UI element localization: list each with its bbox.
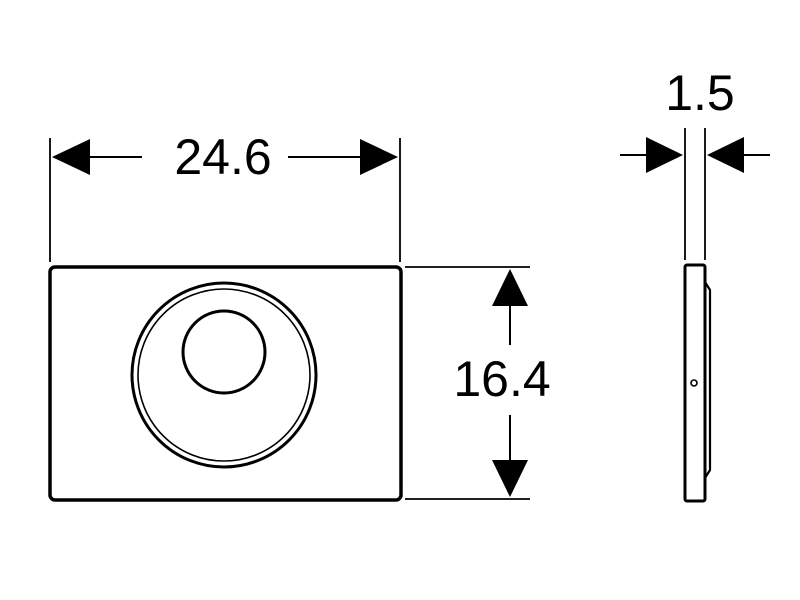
- width-arrow-left: [52, 139, 90, 175]
- plate-profile-step: [704, 281, 712, 479]
- depth-dimension-label: 1.5: [665, 65, 735, 121]
- height-arrow-top: [492, 269, 528, 306]
- flush-plate-outline: [48, 265, 403, 502]
- height-dimension-label: 16.4: [453, 351, 550, 407]
- side-view: 1.5: [620, 65, 770, 503]
- depth-dimension: 1.5: [620, 65, 770, 260]
- height-dimension: 16.4: [405, 266, 551, 500]
- button-outer-ring: [130, 281, 318, 469]
- front-view: 24.6 16.4: [48, 129, 551, 502]
- plate-profile: [683, 263, 707, 503]
- depth-arrow-left: [646, 137, 683, 173]
- plate-profile-hole: [690, 379, 698, 387]
- width-dimension-label: 24.6: [174, 129, 271, 185]
- depth-arrow-right: [707, 137, 744, 173]
- small-flush-button: [181, 309, 267, 395]
- height-arrow-bottom: [492, 460, 528, 497]
- button-inner-ring: [137, 288, 311, 462]
- width-arrow-right: [360, 139, 398, 175]
- width-dimension: 24.6: [49, 129, 401, 262]
